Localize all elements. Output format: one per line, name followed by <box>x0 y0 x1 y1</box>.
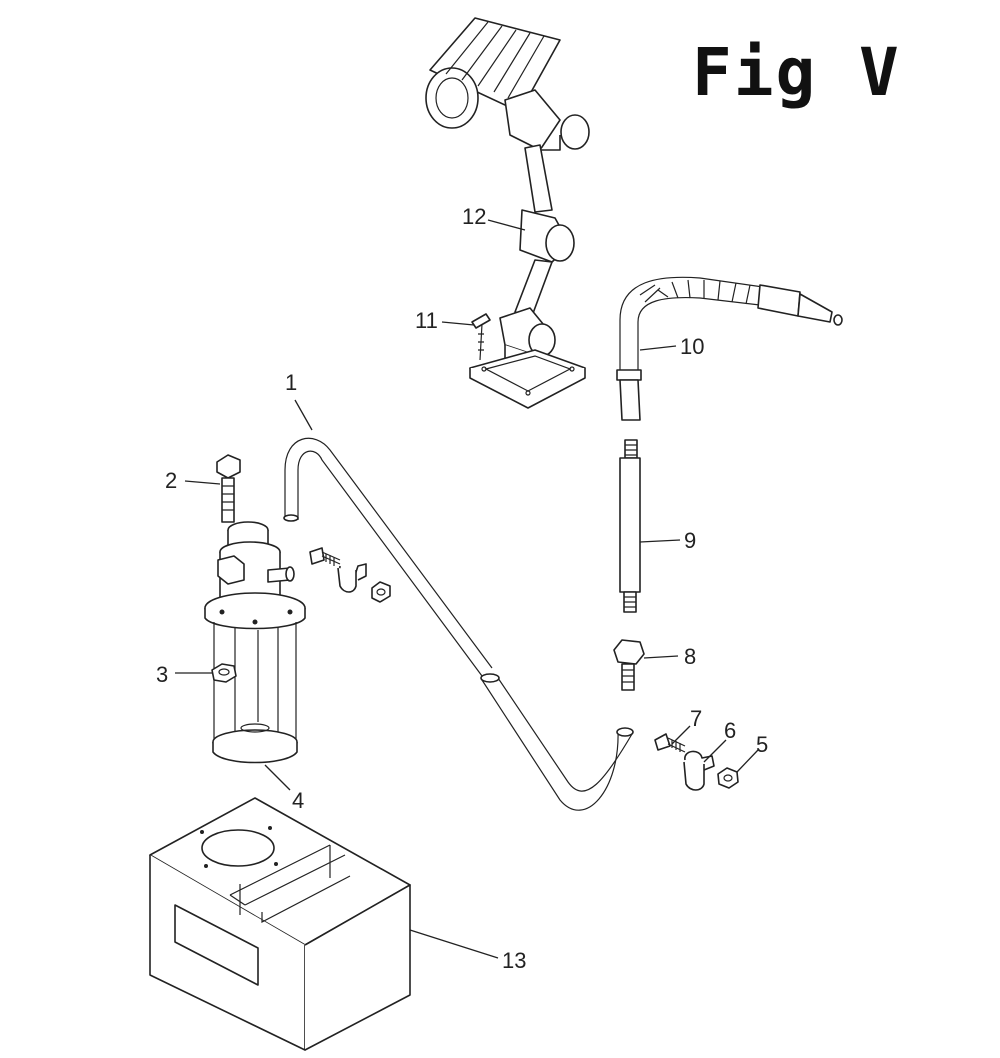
callout-13: 13 <box>502 948 526 973</box>
part-8-fitting <box>613 639 645 691</box>
part-4-coolant-pump <box>204 521 306 764</box>
callout-12: 12 <box>462 204 486 229</box>
part-2-hex-bolt <box>216 454 241 523</box>
callout-7: 7 <box>690 706 702 731</box>
callout-8: 8 <box>684 644 696 669</box>
part-3-nut <box>211 663 237 683</box>
callout-9: 9 <box>684 528 696 553</box>
figure-title: Fig V <box>692 34 901 111</box>
part-1-coolant-hose <box>283 437 634 811</box>
callout-labels: 1 2 3 4 5 6 7 8 9 10 11 12 13 <box>156 204 768 973</box>
part-5-nut <box>717 767 739 789</box>
callout-2: 2 <box>165 468 177 493</box>
callout-11: 11 <box>415 308 438 333</box>
part-11-screw <box>471 313 491 361</box>
callout-5: 5 <box>756 732 768 757</box>
part-12-lamp-arm <box>425 17 590 409</box>
callout-4: 4 <box>292 788 304 813</box>
callout-6: 6 <box>724 718 736 743</box>
upper-hose-clamp-set <box>309 547 391 603</box>
leader-lines <box>175 219 759 959</box>
callout-1: 1 <box>285 370 297 395</box>
part-7-screw <box>654 733 686 753</box>
part-13-coolant-tank <box>149 797 411 1051</box>
callout-3: 3 <box>156 662 168 687</box>
callout-10: 10 <box>680 334 704 359</box>
part-10-flexible-nozzle <box>616 276 843 421</box>
part-9-threaded-pipe <box>619 439 641 613</box>
